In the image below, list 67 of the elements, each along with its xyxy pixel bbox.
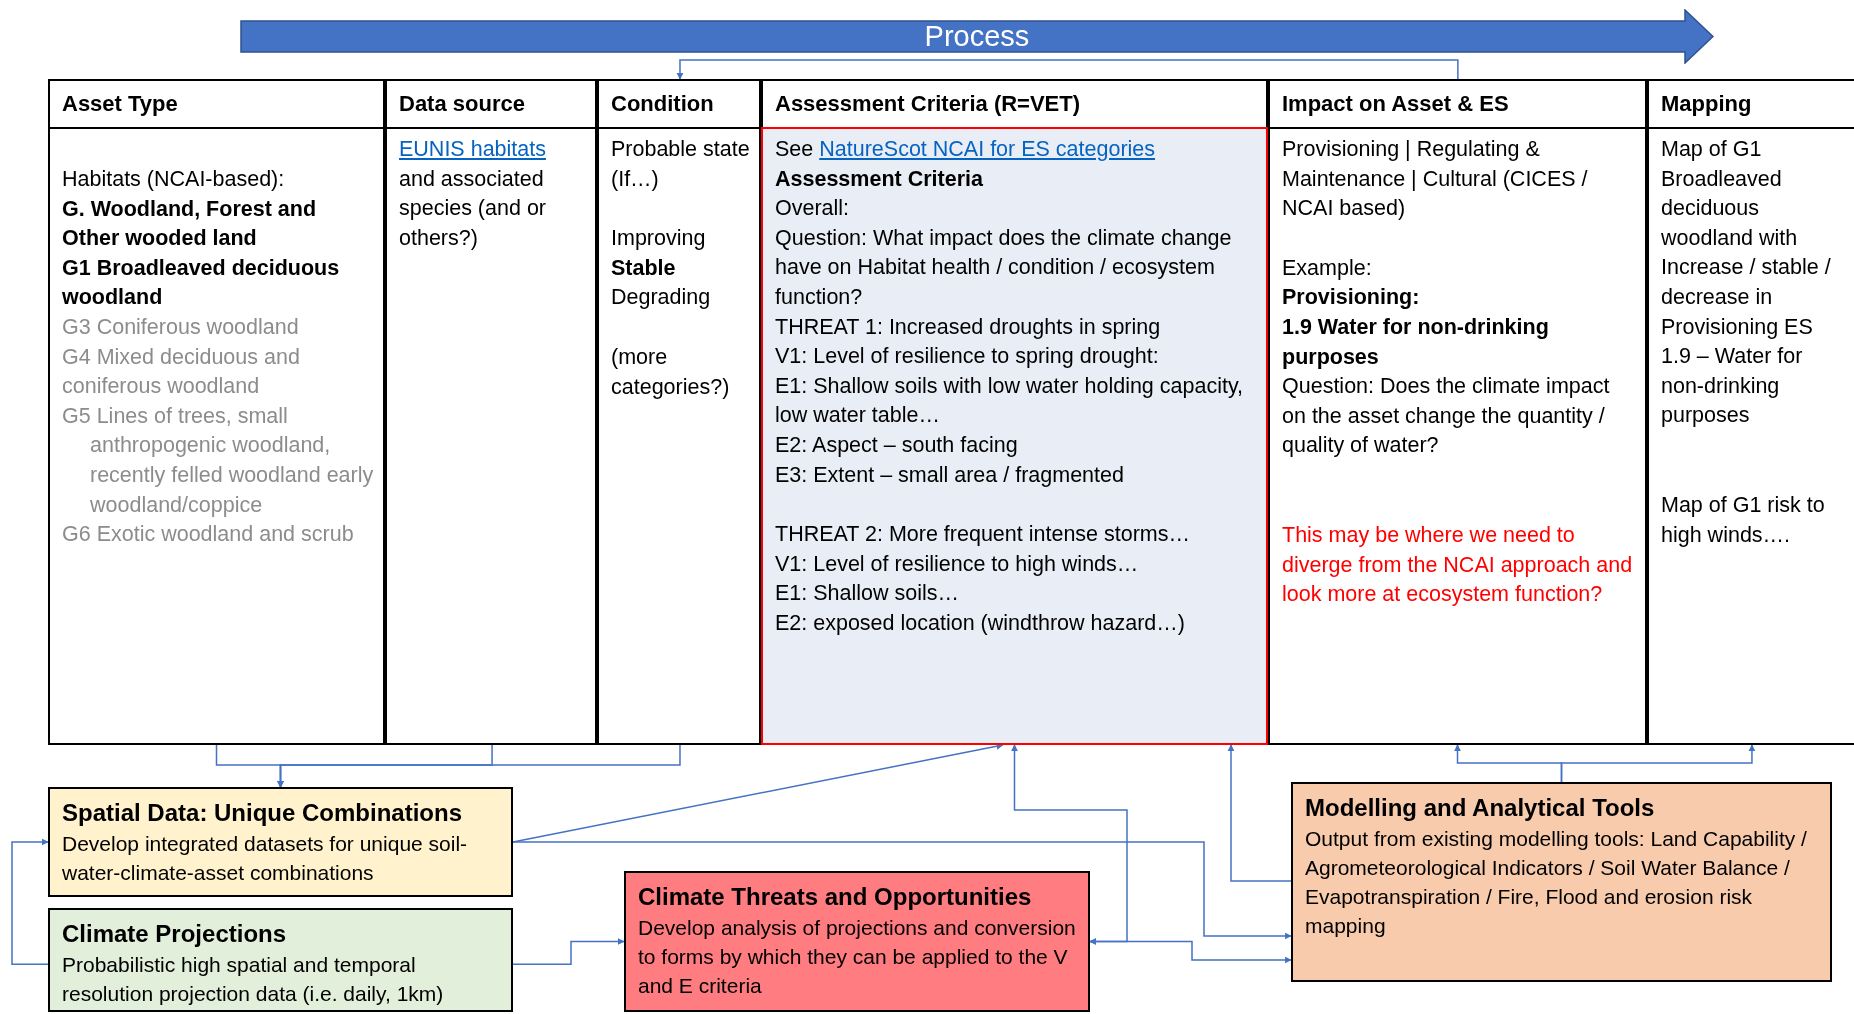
table-column (1268, 79, 1647, 745)
box-description: Output from existing modelling tools: Land Capability / Agrometeorological Indicators / Soil Water Balance / Evapotranspiration / Fire, Flood and erosion risk mapping (1305, 826, 1808, 939)
cell-text: This may be where we need to diverge from the NCAI approach and look more at ecosystem function? (1282, 521, 1634, 609)
cell-text: G4 Mixed deciduous and coniferous woodland (62, 343, 301, 401)
table-column (1647, 79, 1854, 745)
cell-text: Improving (611, 225, 706, 253)
info-box (1291, 782, 1832, 982)
cell-text: Stable (611, 254, 676, 282)
text-link: EUNIS habitats (399, 137, 546, 161)
cell-text: Question: Does the climate impact on the asset change the quantity / quality of water? (1282, 373, 1611, 460)
table-column (597, 79, 761, 745)
connector-arrow (1560, 744, 1756, 783)
box-title: Modelling and Analytical Tools (1305, 793, 1656, 823)
process-label: Process (924, 21, 1030, 52)
column-header: Impact on Asset & ES (1270, 81, 1645, 129)
table-column (385, 79, 597, 745)
text-link: NatureScot NCAI for ES categories (819, 136, 1156, 163)
cell-text: Probable state (If…) (611, 136, 751, 193)
cell-text: G. Woodland, Forest and Other wooded land (62, 195, 318, 253)
cell-text: Habitats (NCAI-based): (62, 166, 285, 193)
cell-text: Question: What impact does the climate change have on Habitat health / condition / ecosystem function? (775, 224, 1233, 311)
column-header: Asset Type (50, 81, 383, 129)
cell-text: Provisioning: (1282, 284, 1420, 312)
info-box (624, 871, 1090, 1012)
cell-text: THREAT 2: More frequent intense storms… (775, 521, 1191, 549)
column-header: Data source (387, 81, 595, 129)
cell-text: (more categories?) (611, 343, 731, 401)
cell-text: G6 Exotic woodland and scrub (62, 521, 354, 549)
cell-text: E2: exposed location (windthrow hazard…) (775, 609, 1185, 637)
cell-text: Provisioning | Regulating & Maintenance | Cultural (CICES / NCAI based) (1282, 136, 1589, 223)
box-description: Probabilistic high spatial and temporal resolution projection data (i.e. daily, 1km) (62, 952, 445, 1007)
cell-text: G5 Lines of trees, small anthropogenic woodland, recently felled woodland early woodland/coppice (62, 402, 375, 519)
cell-text: V1: Level of resilience to high winds… (775, 550, 1139, 578)
connector-arrow (676, 59, 1459, 80)
column-header: Condition (599, 81, 759, 129)
cell-text: G1 Broadleaved deciduous woodland (62, 254, 341, 312)
cell-text: Degrading (611, 284, 711, 312)
cell-text: Assessment Criteria (775, 165, 983, 193)
cell-text: E1: Shallow soils… (775, 580, 960, 608)
cell-text: See (775, 136, 814, 163)
box-title: Climate Threats and Opportunities (638, 882, 1033, 912)
connector-arrow (1227, 744, 1292, 882)
cell-text: and associated species (and or others?) (399, 165, 547, 252)
connector-arrow (512, 841, 1292, 940)
cell-text: Map of G1 Broadleaved deciduous woodland with Increase / stable / decrease in Provisioning ES 1.9 – Water for non-drinking purposes (1661, 136, 1832, 430)
column-header: Mapping (1649, 81, 1854, 129)
info-box (48, 787, 513, 897)
cell-text: 1.9 Water for non-drinking purposes (1282, 313, 1550, 371)
cell-text: Overall: (775, 195, 850, 223)
connector-arrow (1089, 938, 1292, 964)
connector-arrow (512, 938, 625, 965)
box-title: Climate Projections (62, 919, 288, 949)
cell-text: V1: Level of resilience to spring drought: (775, 343, 1159, 371)
cell-text: E3: Extent – small area / fragmented (775, 461, 1124, 489)
cell-text: G3 Coniferous woodland (62, 313, 299, 341)
box-description: Develop integrated datasets for unique soil-water-climate-asset combinations (62, 831, 469, 886)
table-column (48, 79, 385, 745)
box-description: Develop analysis of projections and conversion to forms by which they can be applied to the V and E criteria (638, 915, 1076, 999)
connector-arrow (11, 838, 49, 965)
cell-text: Example: (1282, 254, 1372, 282)
box-title: Spatial Data: Unique Combinations (62, 798, 464, 828)
connector-arrow (277, 744, 681, 788)
cell-text: Map of G1 risk to high winds…. (1661, 491, 1826, 549)
info-box (48, 908, 513, 1012)
cell-text: E2: Aspect – south facing (775, 431, 1018, 459)
cell-text: E1: Shallow soils with low water holding capacity, low water table… (775, 372, 1245, 430)
cell-text: THREAT 1: Increased droughts in spring (775, 313, 1161, 341)
